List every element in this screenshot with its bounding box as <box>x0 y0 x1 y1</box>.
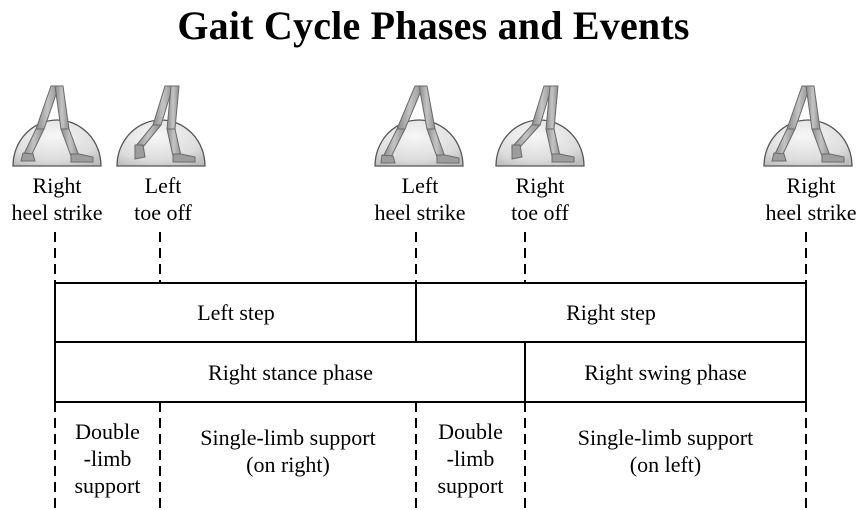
single-limb-support-left: Single-limb support (on left) <box>577 425 754 477</box>
legs-icon <box>510 85 575 163</box>
event-icon-3 <box>374 85 464 167</box>
event-icon-4 <box>495 85 585 167</box>
legs-icon <box>380 85 460 164</box>
left-step-label: Left step <box>197 300 275 325</box>
right-swing-phase-label: Right swing phase <box>584 359 747 385</box>
event-icon-2 <box>116 85 206 167</box>
event-icon-5 <box>763 85 853 167</box>
legs-icon <box>771 85 845 163</box>
phase-row-box <box>54 341 807 403</box>
event-markers-bottom <box>54 402 807 508</box>
phase-boxes <box>54 282 807 403</box>
event-label-left-toe-off: Left toe off <box>134 173 192 225</box>
diagram-title: Gait Cycle Phases and Events <box>177 3 690 48</box>
event-label-left-heel-strike: Left heel strike <box>374 173 466 225</box>
right-step-label: Right step <box>566 300 656 325</box>
single-limb-support-right: Single-limb support (on right) <box>200 425 376 477</box>
event-markers-top <box>54 232 807 283</box>
event-label-right-toe-off: Right toe off <box>511 173 569 225</box>
event-label-right-heel-strike-1: Right heel strike <box>11 173 103 225</box>
double-limb-support-1: Double -limb support <box>74 418 141 498</box>
event-icon-1 <box>12 85 102 167</box>
legs-icon <box>133 85 196 163</box>
legs-icon <box>20 85 94 163</box>
right-stance-phase-label: Right stance phase <box>208 359 373 385</box>
event-label-right-heel-strike-2: Right heel strike <box>765 173 857 225</box>
double-limb-support-2: Double -limb support <box>437 418 504 498</box>
